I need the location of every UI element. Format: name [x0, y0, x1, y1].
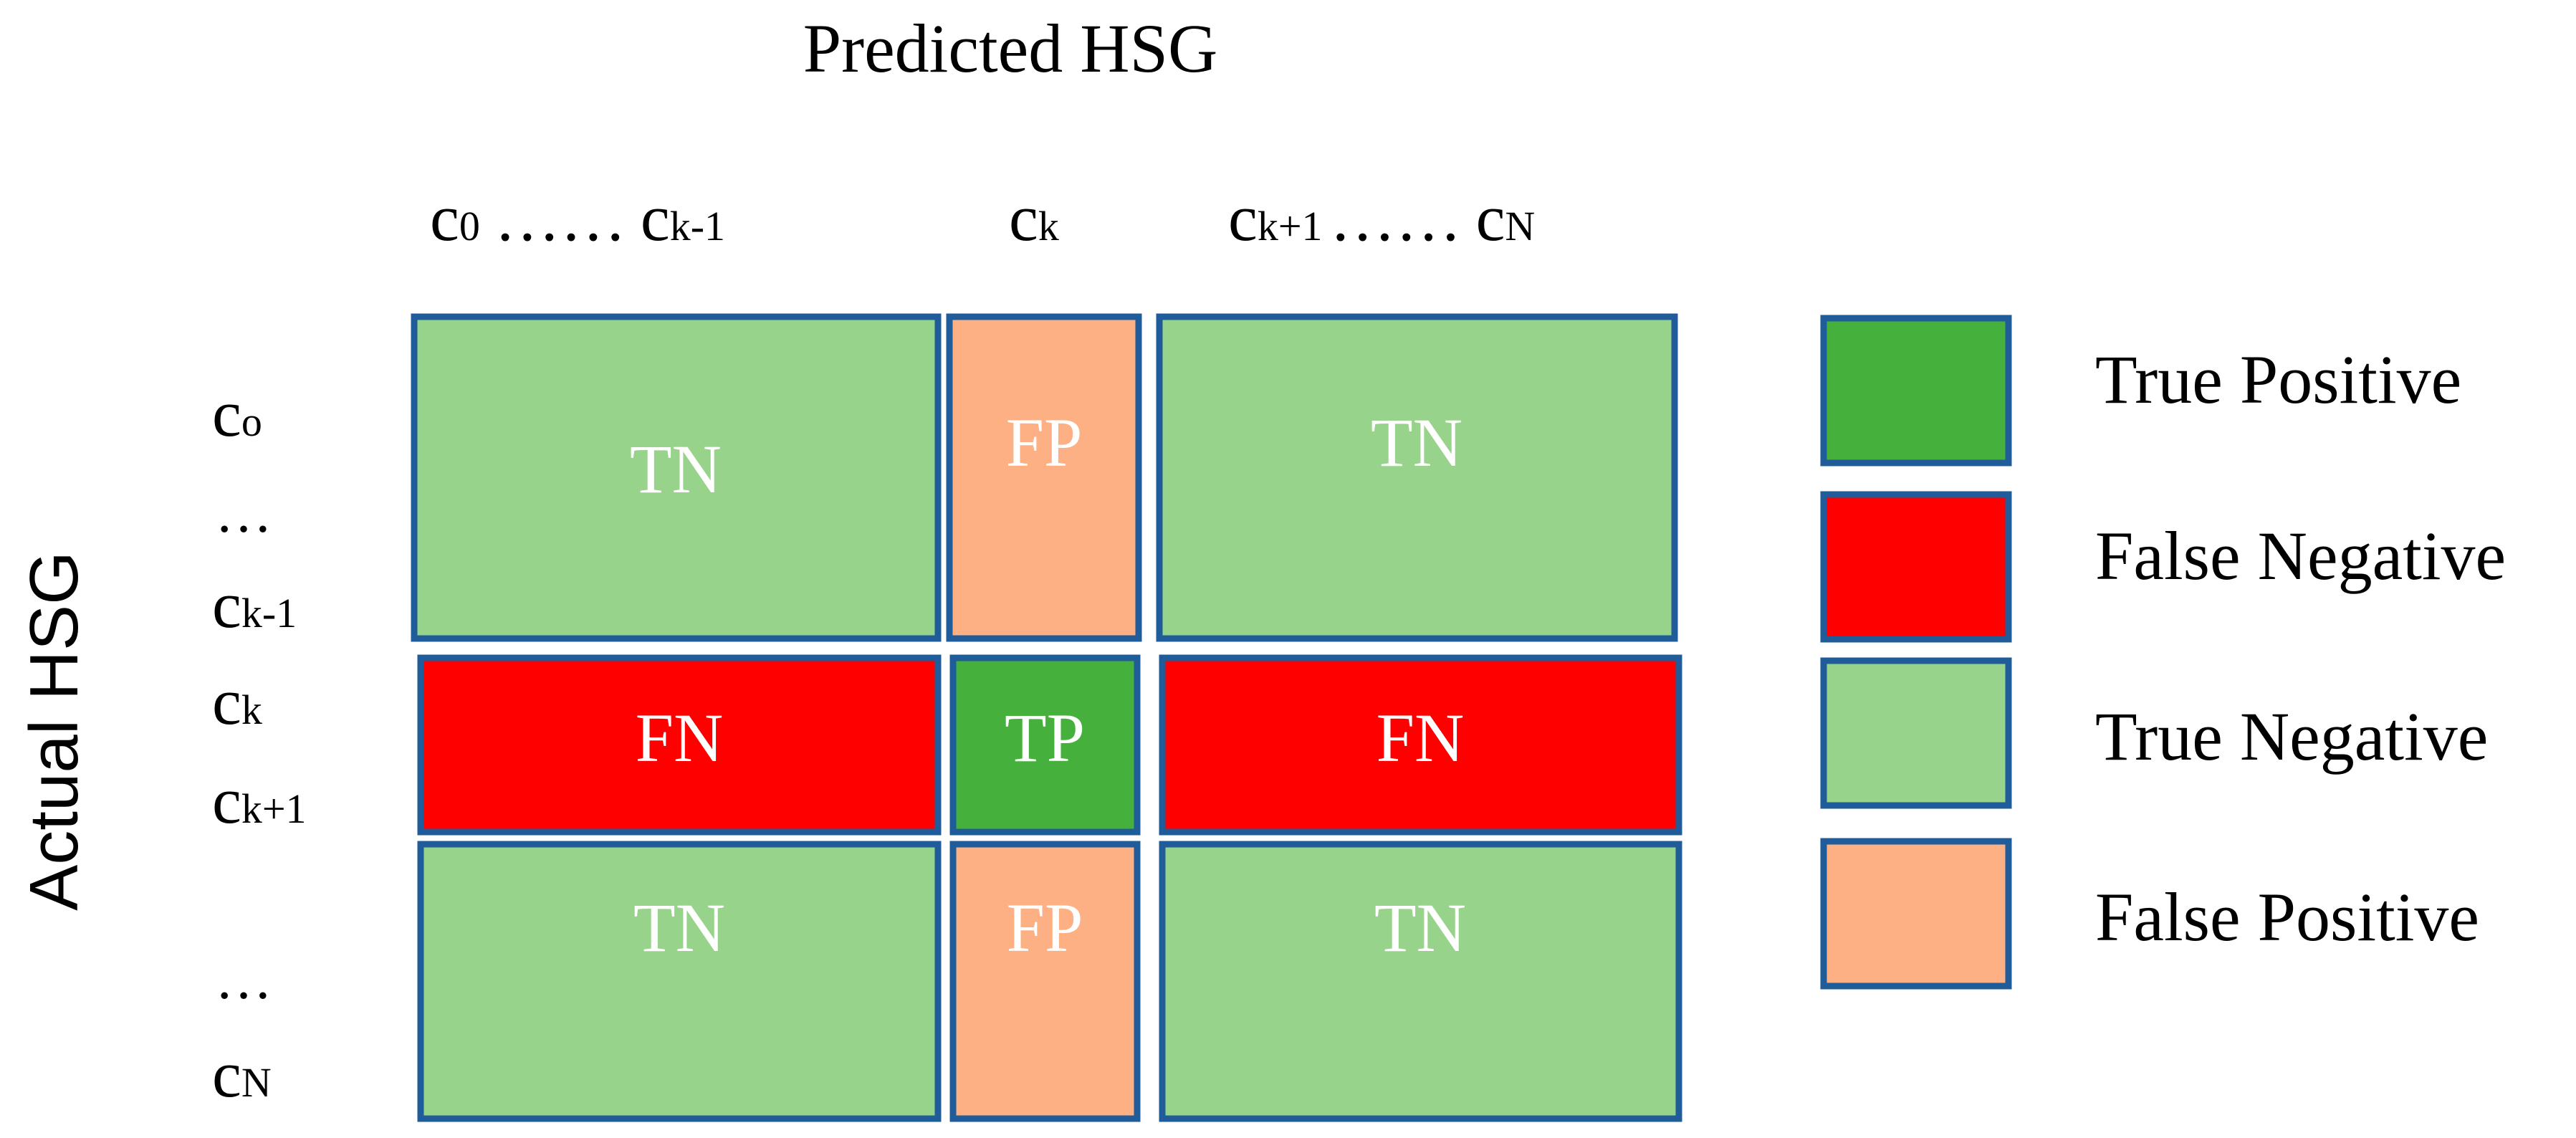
legend-swatch-true-negative — [1820, 657, 2012, 809]
cell-label: FP — [1007, 889, 1083, 966]
cell-label: TN — [633, 889, 725, 966]
matrix-cell-tn — [411, 313, 942, 642]
matrix-cell-fn — [1159, 654, 1682, 836]
matrix-cell-tn — [1159, 841, 1682, 1122]
column-header-left: c0……ck-1 — [430, 181, 725, 254]
predicted-axis-title: Predicted HSG — [803, 10, 1218, 87]
row-header: … — [215, 482, 272, 545]
legend-label: True Negative — [2095, 698, 2488, 775]
row-header: … — [215, 948, 272, 1011]
row-header: ck — [212, 665, 262, 738]
row-header: ck-1 — [212, 568, 297, 641]
matrix-cell-tp — [949, 654, 1141, 836]
column-header-right: ck+1……cN — [1228, 181, 1535, 254]
row-header: co — [212, 377, 262, 450]
cell-label: FN — [1376, 699, 1465, 776]
legend-label: True Positive — [2095, 341, 2461, 418]
matrix-cell-fp — [949, 841, 1141, 1122]
legend-label: False Negative — [2095, 517, 2506, 594]
matrix-cell-tn — [1156, 313, 1678, 642]
legend-swatch-false-negative — [1820, 491, 2012, 643]
legend-swatch-false-positive — [1820, 838, 2012, 990]
actual-axis-title: Actual HSG — [16, 551, 92, 911]
matrix: TN FP TN FN TP FN TN FP TN — [411, 313, 1682, 1122]
row-header: cN — [212, 1038, 272, 1111]
legend-label: False Positive — [2095, 879, 2479, 955]
column-header-center: ck — [1009, 181, 1059, 254]
cell-label: TP — [1005, 699, 1085, 776]
matrix-cell-tn — [417, 841, 942, 1122]
cell-label: FP — [1006, 404, 1083, 481]
legend: True Positive False Negative True Negati… — [1820, 315, 2506, 990]
row-header: ck+1 — [212, 764, 307, 837]
cell-label: TN — [1374, 889, 1466, 966]
cell-label: TN — [630, 431, 722, 507]
matrix-cell-fp — [946, 313, 1142, 642]
matrix-cell-fn — [417, 654, 942, 836]
cell-label: FN — [636, 699, 724, 776]
cell-label: TN — [1371, 404, 1462, 481]
legend-swatch-true-positive — [1820, 315, 2012, 467]
